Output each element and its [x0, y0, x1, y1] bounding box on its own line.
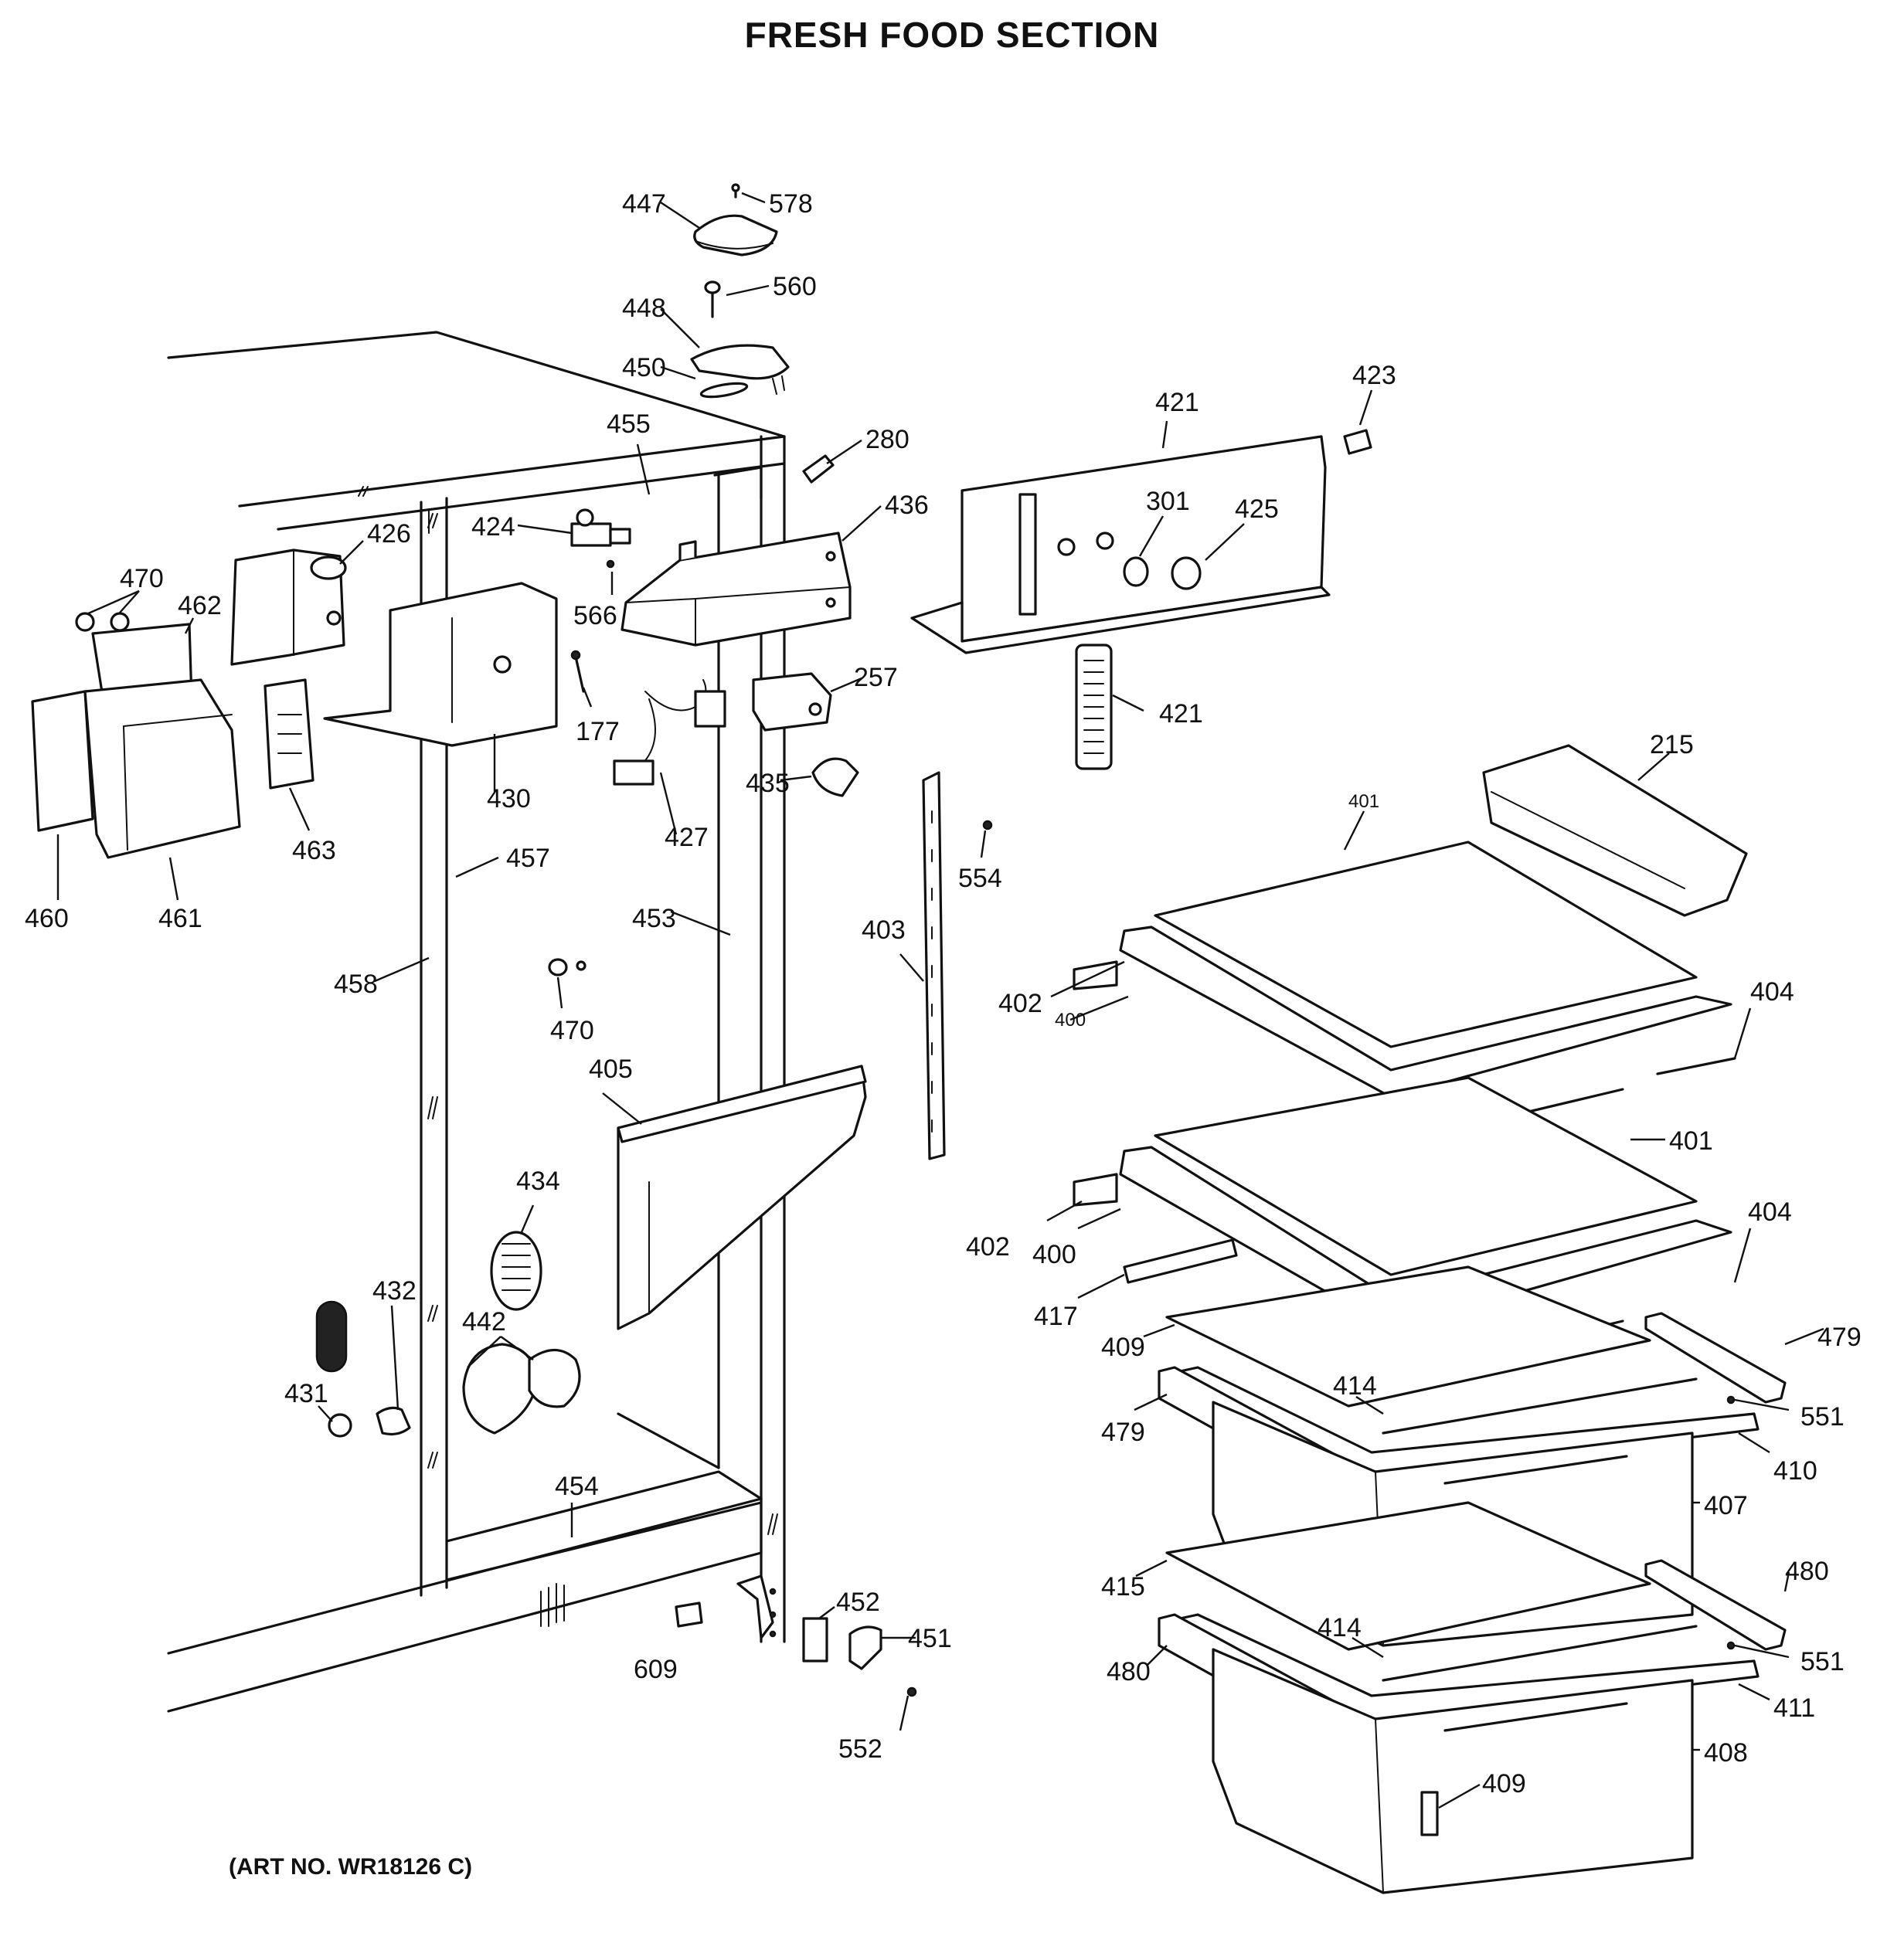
glass-shelf-2	[1154, 1076, 1698, 1276]
control-components	[570, 429, 1372, 770]
light-housing	[31, 690, 94, 832]
callout: 458	[334, 970, 378, 999]
art-number: (ART NO. WR18126 C)	[229, 1854, 473, 1880]
callout: 409	[1101, 1333, 1145, 1362]
callout: 402	[998, 989, 1042, 1018]
callout: 452	[836, 1588, 880, 1617]
callout: 480	[1107, 1657, 1151, 1686]
callout: 414	[1333, 1371, 1377, 1401]
leader-lines	[56, 192, 1824, 1809]
callout: 301	[1146, 487, 1190, 516]
callout: 405	[589, 1055, 633, 1084]
callout-labels: 578 447 560 448 450 455 280 421 423 301 …	[25, 189, 1862, 1798]
glass-shelf-1	[1154, 841, 1698, 1048]
callout: 457	[506, 844, 550, 873]
thermostat-housing	[323, 582, 558, 747]
callout: 177	[576, 717, 620, 746]
callout: 551	[1800, 1402, 1844, 1432]
callout: 551	[1800, 1647, 1844, 1676]
control-housing	[620, 532, 852, 647]
callout: 470	[550, 1016, 594, 1045]
callout: 462	[178, 591, 222, 620]
callout: 407	[1704, 1491, 1748, 1520]
callout: 409	[1482, 1769, 1526, 1798]
callout: 470	[120, 564, 164, 593]
callout: 414	[1318, 1613, 1362, 1642]
callout: 554	[958, 864, 1002, 893]
callout: 566	[573, 601, 617, 630]
callout: 450	[622, 353, 666, 382]
shelves-and-crispers	[1073, 744, 1787, 1894]
callout: 480	[1785, 1557, 1829, 1586]
callout: 436	[885, 491, 929, 520]
callout: 421	[1155, 388, 1199, 417]
callout: 560	[773, 272, 817, 301]
callout: 463	[292, 836, 336, 865]
callout: 424	[471, 512, 515, 542]
diagram-title: FRESH FOOD SECTION	[744, 15, 1160, 55]
callout: 479	[1817, 1323, 1862, 1352]
callout: 432	[372, 1276, 416, 1306]
callout: 447	[622, 189, 666, 219]
callout: 402	[966, 1232, 1010, 1262]
callout: 431	[284, 1379, 328, 1408]
callout: 426	[367, 519, 411, 549]
callout: 421	[1159, 699, 1203, 729]
callout: 417	[1034, 1302, 1078, 1331]
callout: 404	[1750, 977, 1794, 1007]
callout: 435	[746, 769, 790, 798]
callout: 427	[665, 823, 709, 852]
callout: 455	[607, 409, 651, 439]
callout: 442	[462, 1307, 506, 1337]
callout: 552	[838, 1734, 882, 1764]
callout: 215	[1650, 730, 1694, 759]
top-hinge-assembly	[690, 183, 790, 399]
callout: 609	[634, 1655, 678, 1684]
crisper-drawer-2	[1212, 1648, 1694, 1894]
callout: 448	[622, 294, 666, 323]
callout: 410	[1773, 1456, 1817, 1486]
callout: 400	[1055, 1010, 1086, 1031]
callout: 400	[1032, 1240, 1076, 1269]
center-parts	[315, 771, 993, 1697]
snack-pan	[1482, 744, 1748, 917]
callout: 461	[158, 904, 202, 933]
callout: 408	[1704, 1738, 1748, 1768]
callout: 578	[769, 189, 813, 219]
callout: 479	[1101, 1418, 1145, 1447]
callout: 451	[908, 1624, 952, 1653]
callout: 423	[1352, 361, 1396, 390]
callout: 403	[862, 915, 906, 945]
callout: 425	[1235, 494, 1279, 524]
callout: 257	[854, 663, 898, 692]
callout: 401	[1669, 1126, 1713, 1156]
control-panel	[960, 435, 1327, 643]
hinge-plate	[690, 344, 790, 380]
shelf-ladder-rail	[922, 771, 946, 1160]
left-side-parts	[31, 549, 859, 859]
callout: 460	[25, 904, 69, 933]
callout: 411	[1773, 1693, 1815, 1723]
callout: 404	[1748, 1197, 1792, 1227]
callout: 434	[516, 1167, 560, 1196]
callout: 280	[865, 425, 910, 454]
callout: 454	[555, 1472, 599, 1501]
callout: 415	[1101, 1572, 1145, 1601]
callout: 453	[632, 904, 676, 933]
callout: 401	[1348, 791, 1379, 812]
callout: 430	[487, 784, 531, 813]
